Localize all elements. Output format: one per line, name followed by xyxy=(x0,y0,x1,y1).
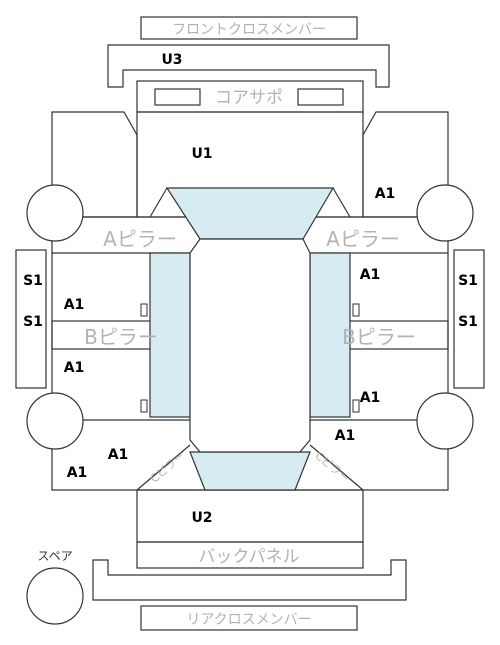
c-pillar-right-label: Cピラー xyxy=(312,449,352,485)
mark-a1-rear-left-quarter: A1 xyxy=(108,447,129,463)
mark-u1: U1 xyxy=(191,146,212,162)
b-pillar-right-label: Bピラー xyxy=(342,325,416,349)
mark-s1-right-lower: S1 xyxy=(458,314,478,330)
spare-label: スペア xyxy=(37,549,72,563)
b-pillar-left-label: Bピラー xyxy=(84,325,158,349)
rear-cross-member-label: リアクロスメンバー xyxy=(186,612,311,628)
windshield xyxy=(165,187,335,240)
rear-window xyxy=(189,451,311,491)
door-handle-front-left xyxy=(140,303,148,317)
spare-tire xyxy=(26,567,84,625)
tire-rear-left xyxy=(26,392,84,450)
a-pillar-left-label: Aピラー xyxy=(103,227,177,251)
back-panel-label: バックパネル xyxy=(198,547,299,567)
tire-front-right xyxy=(416,184,474,242)
headlight-left xyxy=(154,88,201,106)
core-support-label: コアサポ xyxy=(215,88,283,108)
mark-a1-front-left-door: A1 xyxy=(64,297,85,313)
trunk-panel xyxy=(136,489,364,543)
mark-s1-left-lower: S1 xyxy=(23,314,43,330)
mark-s1-left-upper: S1 xyxy=(23,273,43,289)
door-handle-front-right xyxy=(352,303,360,317)
roof-panel xyxy=(189,238,311,453)
mark-u2: U2 xyxy=(191,510,212,526)
front-bumper-outline xyxy=(107,44,390,88)
window-right xyxy=(309,252,351,418)
back-panel-box xyxy=(136,541,364,569)
rear-bumper-outline xyxy=(92,559,407,601)
door-handle-rear-left xyxy=(140,399,148,413)
mark-u3: U3 xyxy=(161,52,182,68)
headlight-right xyxy=(297,88,344,106)
tire-front-left xyxy=(26,184,84,242)
mark-a1-rear-right-quarter: A1 xyxy=(335,428,356,444)
front-cross-member-box xyxy=(140,16,358,40)
mark-a1-rear-left-corner: A1 xyxy=(67,465,88,481)
mark-a1-rear-right-door: A1 xyxy=(360,390,381,406)
side-sill-right xyxy=(453,249,485,389)
a-pillar-right-label: Aピラー xyxy=(326,227,400,251)
mark-s1-right-upper: S1 xyxy=(458,273,478,289)
tire-rear-right xyxy=(416,392,474,450)
rear-cross-member-box xyxy=(140,605,358,631)
side-sill-left xyxy=(15,249,47,389)
mark-a1-rear-left-door: A1 xyxy=(64,360,85,376)
front-cross-member-label: フロントクロスメンバー xyxy=(172,22,326,38)
c-pillar-left-label: Cピラー xyxy=(148,449,188,485)
mark-a1-front-right-door: A1 xyxy=(360,267,381,283)
mark-a1-front-right-fender: A1 xyxy=(375,186,396,202)
door-handle-rear-right xyxy=(352,399,360,413)
